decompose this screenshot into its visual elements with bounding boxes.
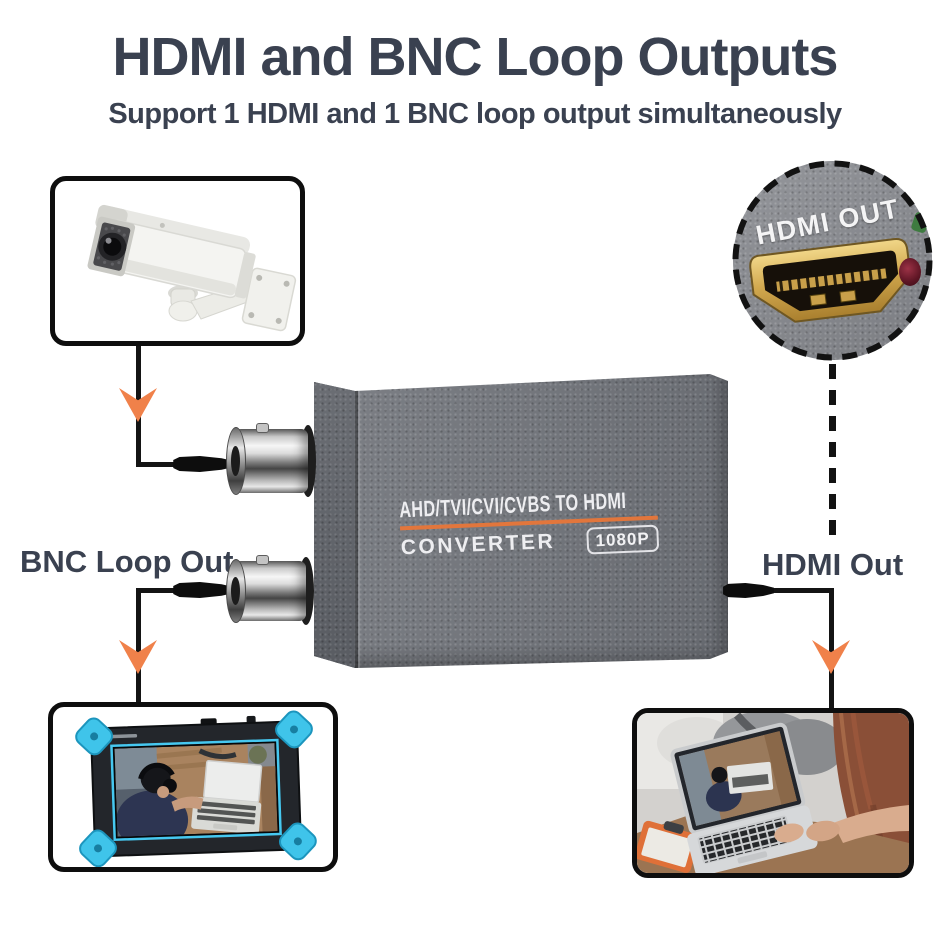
hdmi-to-laptop-line-horizontal [766,588,834,593]
bnc-input-connector [226,423,316,497]
device-left-face [314,374,355,668]
converter-device: AHD/TVI/CVI/CVBS TO HDMI CONVERTER 1080P [314,374,728,668]
resolution-badge: 1080P [585,524,660,555]
dashed-circle-border [732,160,933,361]
camera-to-bnc-line-horizontal [136,462,178,467]
cctv-tester-monitor-image [75,710,317,867]
bnc-loop-out-connector [226,555,314,625]
hdmi-out-label: HDMI Out [762,547,904,582]
bnc-to-monitor-line-horizontal [138,588,176,593]
hdmi-port-image [749,237,912,323]
camera-photo-box [50,176,305,346]
bnc-loop-cable-plug [173,582,234,598]
rca-port-image [899,258,921,286]
laptop-user-image [637,713,909,873]
monitor-photo-box [48,702,338,872]
cctv-camera-image [87,204,297,332]
bnc-cable-plug [173,456,234,472]
hdmi-to-laptop-line-vertical [829,588,834,710]
page-subtitle: Support 1 HDMI and 1 BNC loop output sim… [108,98,842,130]
hdmi-cable-plug [723,583,774,598]
zoom-callout-dashed-line [829,364,836,546]
page-title: HDMI and BNC Loop Outputs [112,27,839,87]
hdmi-port-zoom-callout: HDMI OUT [730,158,935,363]
bnc-loop-out-label: BNC Loop Out [20,544,234,579]
bnc-to-monitor-line-vertical [136,588,141,704]
laptop-photo-box [632,708,914,878]
device-label: AHD/TVI/CVI/CVBS TO HDMI CONVERTER 1080P [399,487,660,562]
device-converter-text: CONVERTER [400,529,556,560]
